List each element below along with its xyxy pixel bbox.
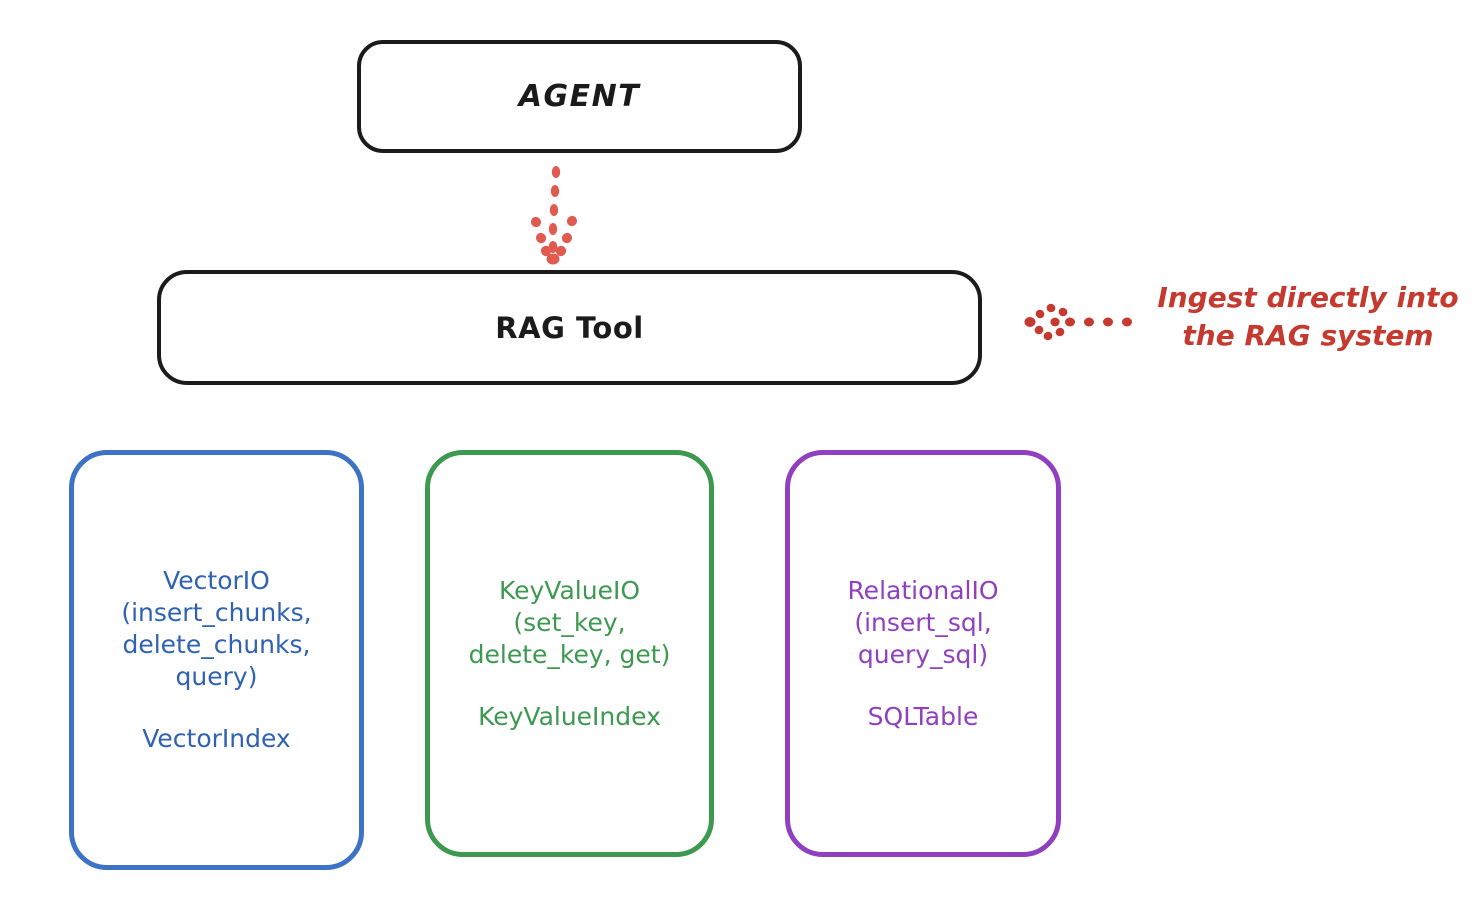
rag-tool-node[interactable]: RAG Tool <box>157 270 982 385</box>
agent-to-rag-arrow-icon <box>530 166 578 265</box>
keyvalueio-api-label: KeyValueIO (set_key, delete_key, get) <box>468 575 671 669</box>
relationalio-index-label: SQLTable <box>867 701 979 731</box>
vectorio-api-label: VectorIO (insert_chunks, delete_chunks, … <box>121 566 312 691</box>
vectorio-content: VectorIO (insert_chunks, delete_chunks, … <box>121 565 311 755</box>
vectorio-spacer <box>121 693 311 723</box>
relationalio-spacer <box>847 671 998 701</box>
keyvalueio-content: KeyValueIO (set_key, delete_key, get) Ke… <box>469 575 671 733</box>
ingest-to-rag-arrow-icon <box>1024 303 1132 341</box>
keyvalueio-spacer <box>469 671 671 701</box>
rag-tool-node-label: RAG Tool <box>495 310 644 345</box>
agent-node[interactable]: AGENT <box>357 40 802 153</box>
keyvalueio-node[interactable]: KeyValueIO (set_key, delete_key, get) Ke… <box>425 450 714 857</box>
vectorio-index-label: VectorIndex <box>142 724 291 753</box>
vectorio-node[interactable]: VectorIO (insert_chunks, delete_chunks, … <box>69 450 364 870</box>
relationalio-node[interactable]: RelationalIO (insert_sql, query_sql) SQL… <box>785 450 1061 857</box>
agent-node-label: AGENT <box>518 79 641 114</box>
relationalio-content: RelationalIO (insert_sql, query_sql) SQL… <box>847 575 998 733</box>
ingest-annotation-label: Ingest directly into the RAG system <box>1157 281 1459 352</box>
relationalio-api-label: RelationalIO (insert_sql, query_sql) <box>847 575 999 669</box>
keyvalueio-index-label: KeyValueIndex <box>478 701 661 731</box>
